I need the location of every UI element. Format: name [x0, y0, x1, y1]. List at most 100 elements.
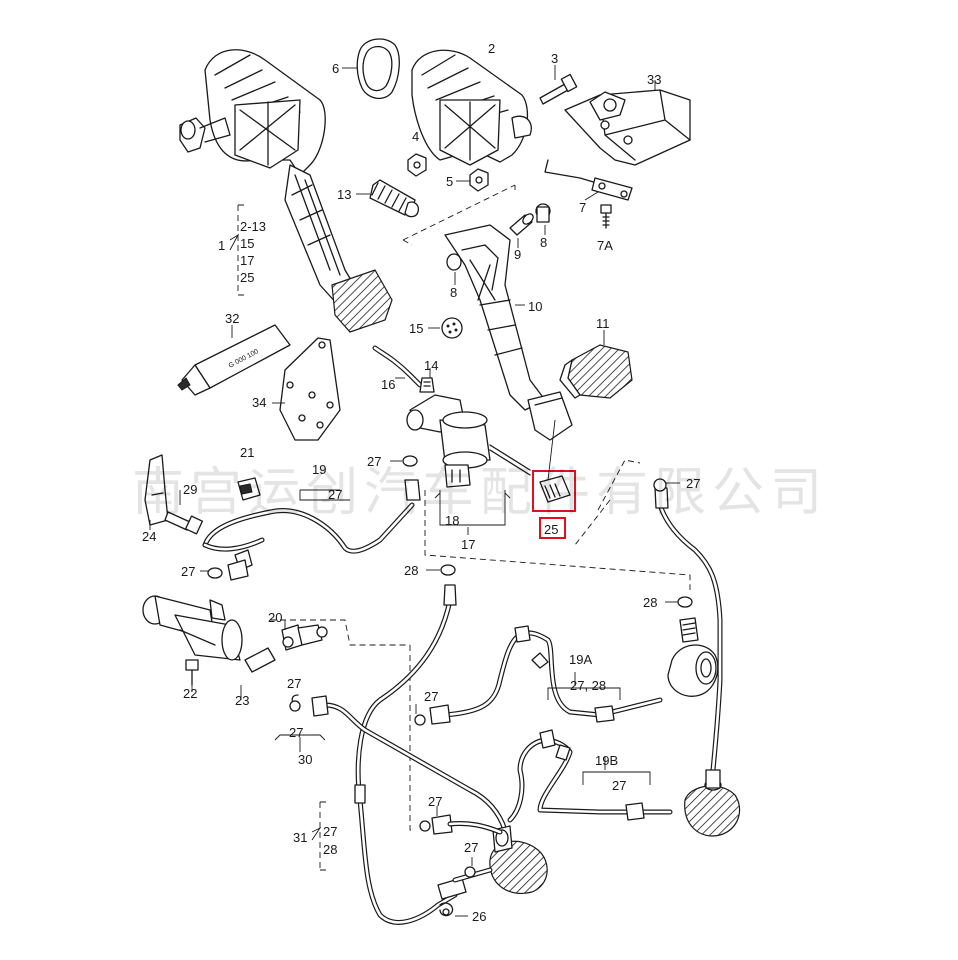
label-27-e: 27	[428, 794, 442, 809]
left-pedal-assembly	[179, 49, 393, 333]
label-16: 16	[381, 377, 395, 392]
label-20: 20	[268, 610, 282, 625]
label-27-a: 27	[367, 454, 381, 469]
pipe-19b	[507, 729, 673, 823]
label-1-25: 25	[240, 270, 254, 285]
label-19b: 19B	[595, 753, 618, 768]
pipe-19a	[414, 625, 663, 726]
label-17: 17	[461, 537, 475, 552]
grease-tube-32: G 000 100	[177, 324, 291, 396]
clip-26	[439, 902, 468, 917]
bracket-33	[564, 80, 691, 166]
slave-cylinder-23	[142, 595, 276, 700]
label-11: 11	[596, 316, 610, 331]
pipe-30	[274, 694, 508, 833]
label-1: 1	[218, 238, 225, 253]
label-9: 9	[514, 247, 521, 262]
release-bearing-upper	[667, 617, 719, 697]
clutch-pedal-10	[444, 224, 573, 441]
bolt-22	[185, 659, 199, 692]
label-1-range: 2-13	[240, 219, 266, 234]
label-5: 5	[446, 174, 453, 189]
clip-21	[237, 477, 261, 501]
bushing-8-upper	[535, 203, 551, 235]
label-28-b: 28	[643, 595, 657, 610]
label-27-d: 27	[424, 689, 438, 704]
pedal-group-dashed-outline	[402, 184, 516, 246]
label-28-a: 28	[404, 563, 418, 578]
label-2: 2	[488, 41, 495, 56]
bracket-24	[144, 454, 169, 530]
release-bearing-lower	[452, 825, 548, 894]
nut-4	[407, 153, 427, 177]
bolt-7a	[600, 204, 612, 229]
label-18: 18	[445, 513, 459, 528]
label-27-f: 27	[464, 840, 478, 855]
label-21: 21	[240, 445, 254, 460]
label-19a: 19A	[569, 652, 592, 667]
callout-group-31	[311, 801, 326, 871]
label-6: 6	[332, 61, 339, 76]
label-19b-27: 27	[612, 778, 626, 793]
seal-rings	[207, 455, 693, 608]
bolt-29	[164, 490, 204, 535]
fitting-lower-27b	[464, 866, 476, 878]
nut-5	[456, 168, 489, 192]
label-14: 14	[424, 358, 438, 373]
label-27-b: 27	[181, 564, 195, 579]
label-13: 13	[337, 187, 351, 202]
leader-lines	[200, 419, 678, 866]
label-4: 4	[412, 129, 419, 144]
watermark-text: 南宫运创汽车配件有限公司	[132, 463, 828, 523]
cap-15	[428, 317, 463, 339]
label-29: 29	[183, 482, 197, 497]
label-15: 15	[409, 321, 423, 336]
brake-pipe-19	[202, 479, 421, 571]
label-8-lower: 8	[450, 285, 457, 300]
label-7a: 7A	[597, 238, 613, 253]
label-25: 25	[544, 522, 558, 537]
label-31: 31	[293, 830, 307, 845]
label-27-c: 27	[686, 476, 700, 491]
label-22: 22	[183, 686, 197, 701]
rod-7	[544, 159, 633, 201]
spring-13	[356, 179, 420, 218]
label-30: 30	[298, 752, 312, 767]
label-33: 33	[647, 72, 661, 87]
label-1-15: 15	[240, 236, 254, 251]
callout-labels: 1 2-13 15 17 25 2 3 4 5 6 7 7A 8 8 9 10 …	[142, 41, 700, 924]
callout-group-17	[434, 490, 511, 535]
master-cylinder-17	[406, 394, 531, 488]
label-31-28: 28	[323, 842, 337, 857]
brake-hose-31	[354, 584, 467, 925]
pedal-pad-11	[559, 330, 633, 399]
fitting-lower-27a	[419, 814, 503, 835]
label-34: 34	[252, 395, 266, 410]
label-1-17: 17	[240, 253, 254, 268]
plate-34	[272, 337, 341, 441]
label-19a-sub: 27, 28	[570, 678, 606, 693]
label-30-27: 27	[289, 725, 303, 740]
connector-20	[281, 620, 328, 651]
label-19: 19	[312, 462, 326, 477]
label-8-upper: 8	[540, 235, 547, 250]
label-7: 7	[579, 200, 586, 215]
brake-pedal-bracket-2	[411, 49, 532, 166]
release-bearing-right	[684, 769, 741, 837]
label-3: 3	[551, 51, 558, 66]
hose-16	[372, 345, 423, 388]
label-26: 26	[472, 909, 486, 924]
clip-14	[419, 368, 435, 393]
label-24: 24	[142, 529, 156, 544]
label-10: 10	[528, 299, 542, 314]
label-19-27: 27	[328, 487, 342, 502]
bolt-3	[539, 65, 578, 105]
label-32: 32	[225, 311, 239, 326]
sensor-25	[532, 470, 576, 539]
gasket-6	[342, 38, 400, 99]
highlight-box-25-label	[539, 517, 566, 539]
pipe-right-long	[653, 478, 723, 783]
label-23: 23	[235, 693, 249, 708]
